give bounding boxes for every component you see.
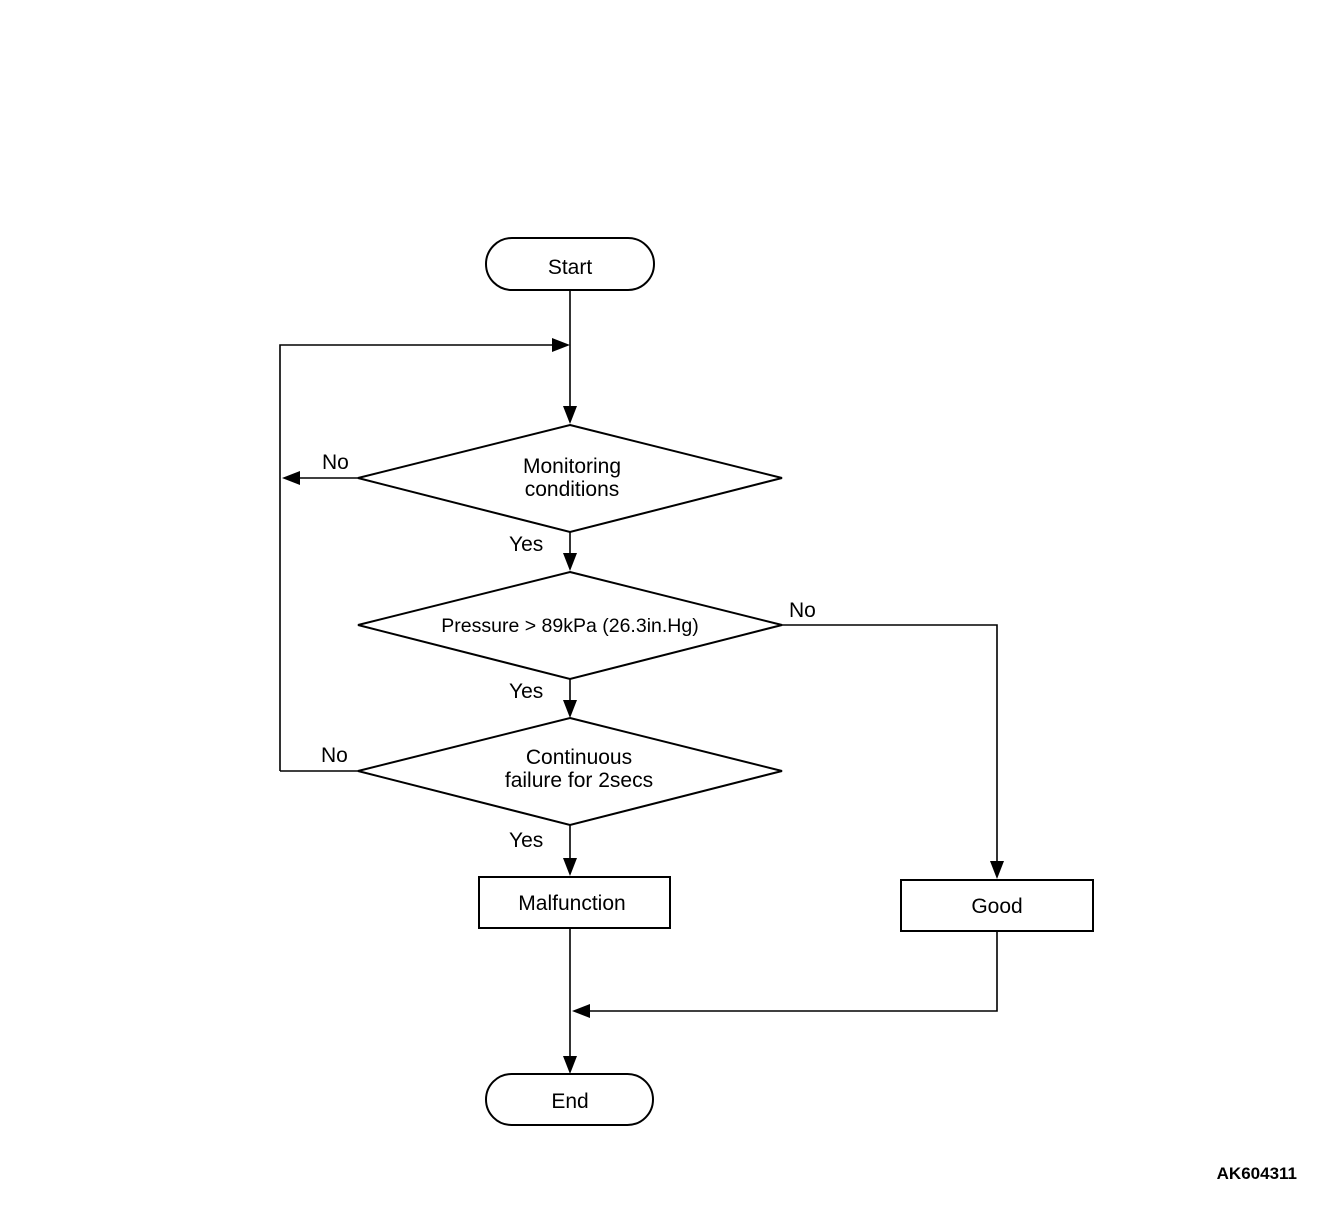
start-label: Start [548, 256, 593, 279]
monitoring-yes-label: Yes [509, 533, 543, 556]
monitoring-decision [357, 423, 783, 534]
arrowhead-into-end [563, 1056, 577, 1074]
arrowhead-monitoring-no [282, 471, 300, 485]
connectors [279, 290, 1004, 1074]
continuous-no-label: No [321, 744, 348, 767]
arrowhead-good-merge [572, 1004, 590, 1018]
good-label: Good [971, 895, 1022, 918]
arrowhead-loop-back [552, 338, 570, 352]
good-box [900, 879, 1094, 932]
pressure-decision [357, 570, 783, 681]
arrowhead-into-continuous [563, 700, 577, 718]
pressure-no-label: No [789, 599, 816, 622]
connector-pressure-no [782, 624, 998, 866]
connector-good-to-merge [586, 931, 998, 1012]
end-terminal [485, 1073, 654, 1126]
arrowhead-into-pressure [563, 553, 577, 571]
figure-id: AK604311 [1217, 1164, 1297, 1183]
arrowhead-into-monitoring [563, 406, 577, 424]
continuous-label-line2: failure for 2secs [505, 769, 653, 792]
malfunction-label: Malfunction [518, 892, 625, 915]
monitoring-label-line2: conditions [525, 478, 620, 501]
continuous-yes-label: Yes [509, 829, 543, 852]
connector-loop-back [279, 344, 556, 771]
malfunction-box [478, 876, 671, 929]
end-label: End [551, 1090, 588, 1113]
pressure-label: Pressure > 89kPa (26.3in.Hg) [441, 615, 698, 637]
arrowhead-into-good [990, 861, 1004, 879]
continuous-label-line1: Continuous [526, 746, 632, 769]
monitoring-label-line1: Monitoring [523, 455, 621, 478]
monitoring-no-label: No [322, 451, 349, 474]
arrowhead-into-malfunction [563, 858, 577, 876]
pressure-yes-label: Yes [509, 680, 543, 703]
start-terminal [485, 237, 655, 291]
continuous-decision [357, 716, 783, 827]
